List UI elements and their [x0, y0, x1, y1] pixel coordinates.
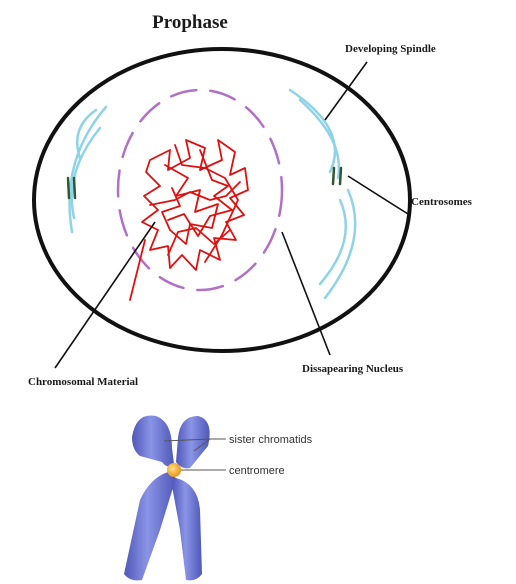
label-centrosomes: Centrosomes: [411, 196, 473, 208]
label-developing-spindle: Developing Spindle: [345, 43, 436, 55]
label-sister-chromatids: sister chromatids: [229, 434, 313, 446]
chromatid-left-lower: [124, 472, 176, 580]
leader-centrosomes: [348, 176, 408, 214]
chromatid-right-lower: [172, 478, 202, 580]
label-disappearing-nucleus: Dissapearing Nucleus: [302, 363, 404, 375]
chromosomal-material: [130, 140, 248, 300]
diagram-title: Prophase: [152, 12, 228, 33]
chromatid-right-upper: [176, 416, 210, 468]
spindle-left: [70, 107, 106, 232]
leader-chromosomal-material: [55, 222, 155, 368]
chromosome-illustration: [124, 415, 210, 580]
centromere-dot: [167, 463, 181, 477]
label-centromere: centromere: [229, 465, 285, 477]
spindle-right: [290, 90, 355, 298]
leader-developing-spindle: [325, 62, 367, 120]
label-chromosomal-material: Chromosomal Material: [28, 376, 138, 388]
centrosome-right: [333, 168, 341, 184]
